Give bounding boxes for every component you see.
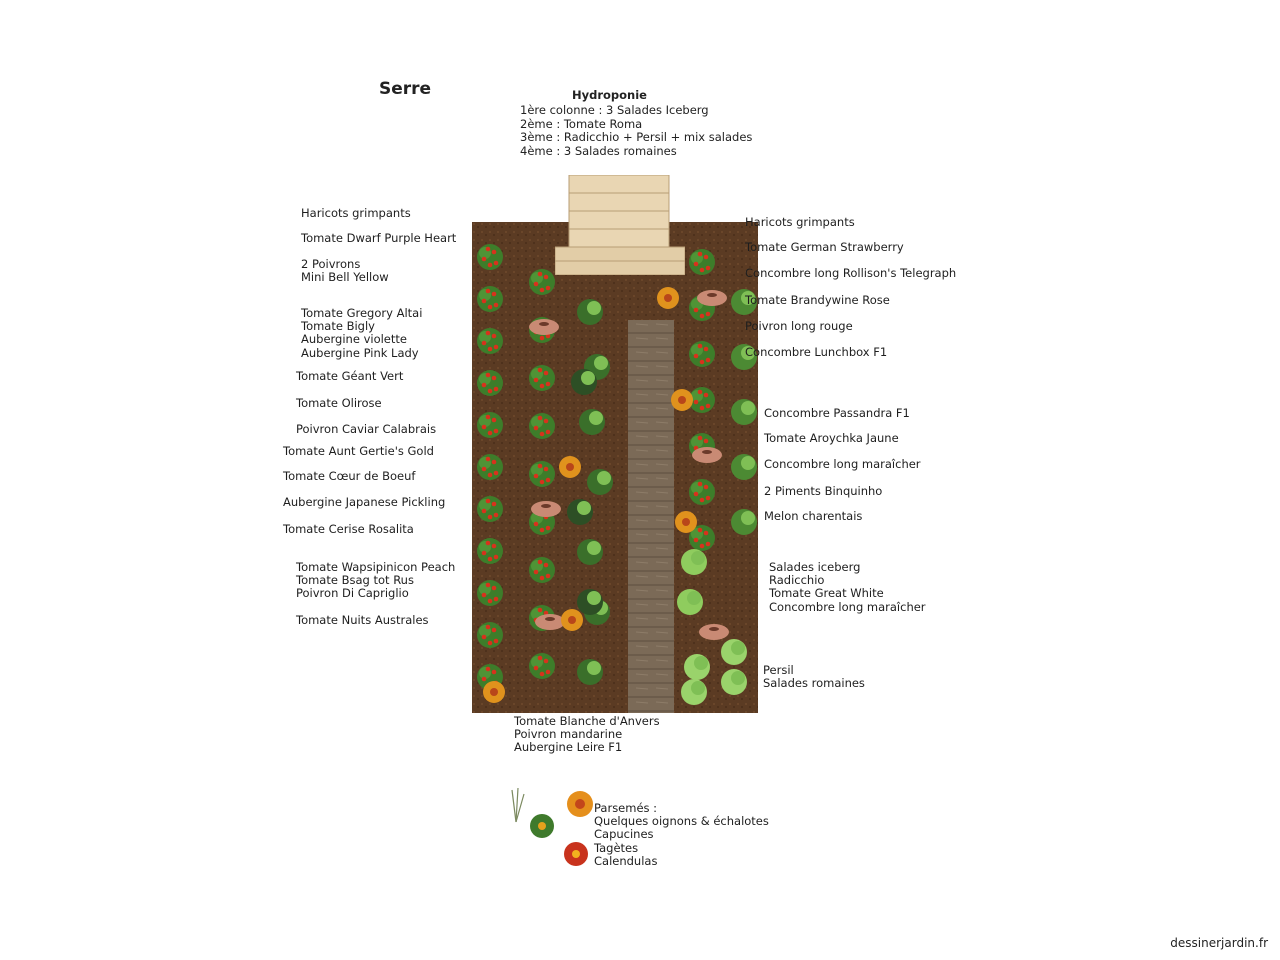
marigold-icon — [657, 287, 679, 309]
scattered-plants-icons — [511, 787, 593, 866]
tomato-plant-icon — [689, 479, 715, 505]
tomato-plant-icon — [477, 496, 503, 522]
right-plant-label: Concombre long maraîcher — [764, 457, 921, 471]
leafy-plant-icon — [571, 369, 597, 395]
tomato-plant-icon — [477, 328, 503, 354]
left-plant-label: Tomate Nuits Australes — [296, 613, 429, 627]
leafy-plant-icon — [567, 499, 593, 525]
left-plant-label: Aubergine Japanese Pickling — [283, 495, 446, 509]
tomato-plant-icon — [477, 454, 503, 480]
tomato-plant-icon — [689, 387, 715, 413]
leafy-plant-icon — [731, 454, 757, 480]
hydroponic-pallet — [555, 175, 685, 275]
tomato-plant-icon — [477, 622, 503, 648]
tomato-plant-icon — [529, 461, 555, 487]
tomato-plant-icon — [477, 412, 503, 438]
left-plant-label: Tomate Géant Vert — [296, 369, 404, 383]
left-plant-label: 2 Poivrons Mini Bell Yellow — [301, 257, 389, 285]
leafy-plant-icon — [731, 289, 757, 315]
leafy-plant-icon — [579, 409, 605, 435]
leafy-plant-icon — [681, 679, 707, 705]
leafy-plant-icon — [577, 299, 603, 325]
leafy-plant-icon — [684, 654, 710, 680]
tomato-plant-icon — [477, 286, 503, 312]
right-plant-label: Salades iceberg Radicchio Tomate Great W… — [769, 560, 926, 614]
page-title: Serre — [379, 79, 432, 99]
tomato-plant-icon — [477, 580, 503, 606]
clay-pot-icon — [697, 290, 727, 306]
marigold-icon — [483, 681, 505, 703]
leafy-plant-icon — [731, 344, 757, 370]
leafy-plant-icon — [577, 589, 603, 615]
right-plant-label: 2 Piments Binquinho — [764, 484, 883, 498]
tomato-plant-icon — [529, 557, 555, 583]
left-plant-label: Tomate Aunt Gertie's Gold — [283, 444, 434, 458]
leafy-plant-icon — [721, 639, 747, 665]
left-plant-label: Tomate Cœur de Boeuf — [283, 469, 416, 483]
credit-text: dessinerjardin.fr — [1170, 936, 1268, 950]
tomato-plant-icon — [477, 370, 503, 396]
right-plant-label: Haricots grimpants — [745, 215, 855, 229]
tomato-plant-icon — [689, 341, 715, 367]
left-plant-label: Haricots grimpants — [301, 206, 411, 220]
right-plant-label: Tomate Brandywine Rose — [745, 293, 890, 307]
right-plant-label: Tomate Aroychka Jaune — [764, 431, 899, 445]
right-plant-label: Poivron long rouge — [745, 319, 853, 333]
tomato-plant-icon — [477, 244, 503, 270]
clay-pot-icon — [699, 624, 729, 640]
leafy-plant-icon — [577, 539, 603, 565]
leafy-plant-icon — [721, 669, 747, 695]
leafy-plant-icon — [731, 509, 757, 535]
tomato-plant-icon — [529, 365, 555, 391]
parsemes-label: Parsemés : Quelques oignons & échalotes … — [594, 801, 769, 868]
left-plant-label: Tomate Dwarf Purple Heart — [301, 231, 457, 245]
right-plant-label: Concombre Lunchbox F1 — [745, 345, 888, 359]
right-plant-label: Tomate German Strawberry — [745, 240, 904, 254]
clay-pot-icon — [692, 447, 722, 463]
marigold-icon — [561, 609, 583, 631]
hydroponie-description: 1ère colonne : 3 Salades Iceberg 2ème : … — [520, 103, 753, 158]
bottom-label: Tomate Blanche d'Anvers Poivron mandarin… — [514, 714, 660, 755]
leafy-plant-icon — [677, 589, 703, 615]
tomato-plant-icon — [529, 269, 555, 295]
leafy-plant-icon — [587, 469, 613, 495]
marigold-icon — [559, 456, 581, 478]
onion-icon — [511, 787, 525, 823]
tomato-plant-icon — [529, 413, 555, 439]
tomato-plant-icon — [689, 249, 715, 275]
left-plant-label: Tomate Wapsipinicon Peach Tomate Bsag to… — [296, 560, 456, 601]
tomato-plant-icon — [477, 538, 503, 564]
leafy-plant-icon — [731, 399, 757, 425]
leafy-plant-icon — [681, 549, 707, 575]
right-plant-label: Concombre Passandra F1 — [764, 406, 910, 420]
left-plant-label: Poivron Caviar Calabrais — [296, 422, 437, 436]
right-plant-label: Concombre long Rollison's Telegraph — [745, 266, 957, 280]
tomato-plant-icon — [529, 653, 555, 679]
left-plant-label: Tomate Olirose — [296, 396, 382, 410]
marigold-icon — [675, 511, 697, 533]
clay-pot-icon — [535, 614, 565, 630]
greenhouse-bed — [472, 222, 758, 713]
tomato-plant-icon — [689, 525, 715, 551]
leafy-plant-icon — [577, 659, 603, 685]
marigold-icon — [671, 389, 693, 411]
clay-pot-icon — [529, 319, 559, 335]
right-plant-label: Melon charentais — [764, 509, 863, 523]
left-plant-label: Tomate Gregory Altai Tomate Bigly Auberg… — [301, 306, 423, 360]
hydroponie-title: Hydroponie — [572, 88, 647, 102]
left-plant-label: Tomate Cerise Rosalita — [283, 522, 414, 536]
right-plant-label: Persil Salades romaines — [763, 663, 865, 691]
wooden-path — [628, 320, 674, 713]
clay-pot-icon — [531, 501, 561, 517]
